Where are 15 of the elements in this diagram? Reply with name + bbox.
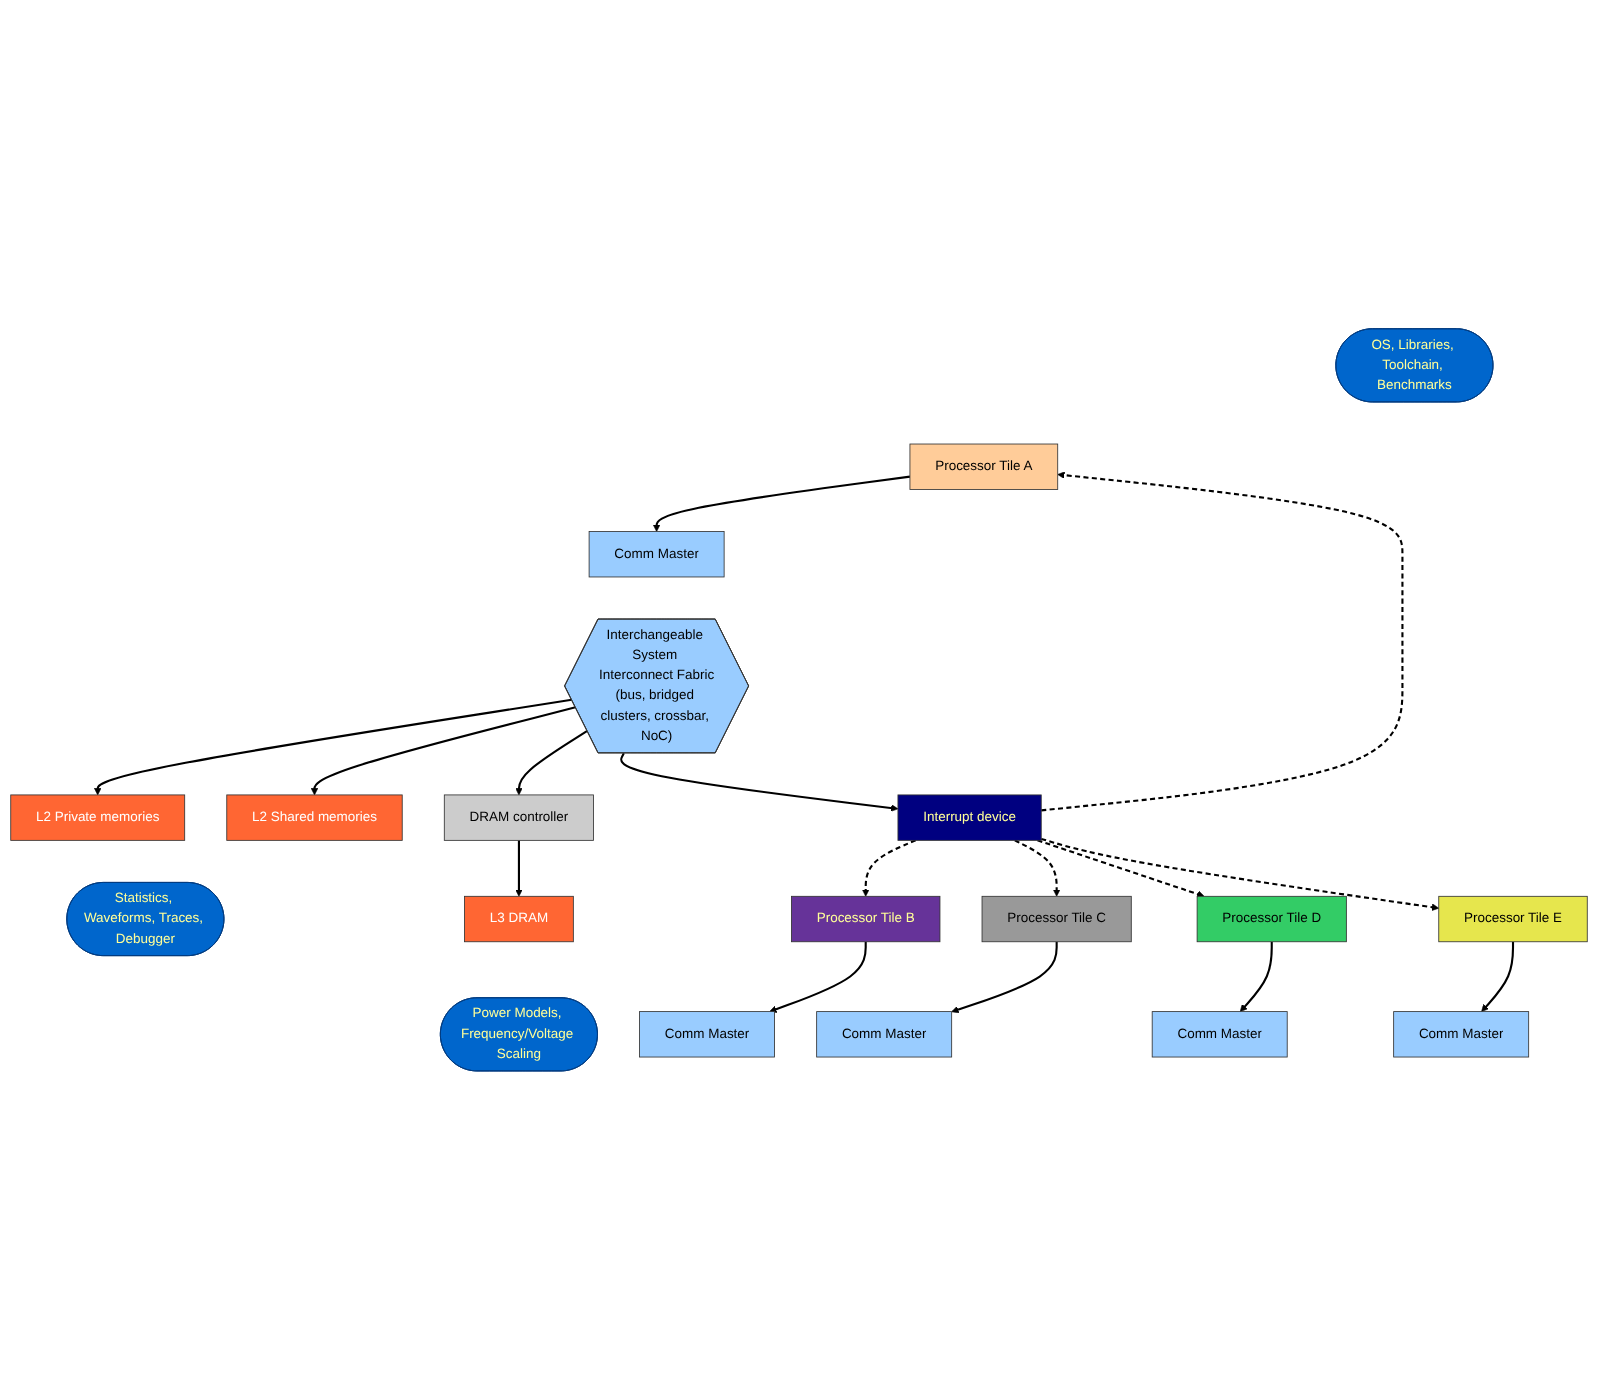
arrow [951,941,1058,1014]
arrow [1481,941,1515,1013]
arrow [310,706,576,796]
arrow [1040,838,1440,912]
arrow [1041,471,1404,812]
arrow [1037,839,1205,898]
arrow [94,698,572,796]
arrow [515,730,588,796]
arrow [769,941,867,1013]
arrow [652,475,911,532]
arrow [620,752,899,812]
arrow [1239,941,1273,1013]
arrow [515,840,523,897]
arrow [1014,839,1061,897]
arrow [862,839,917,897]
